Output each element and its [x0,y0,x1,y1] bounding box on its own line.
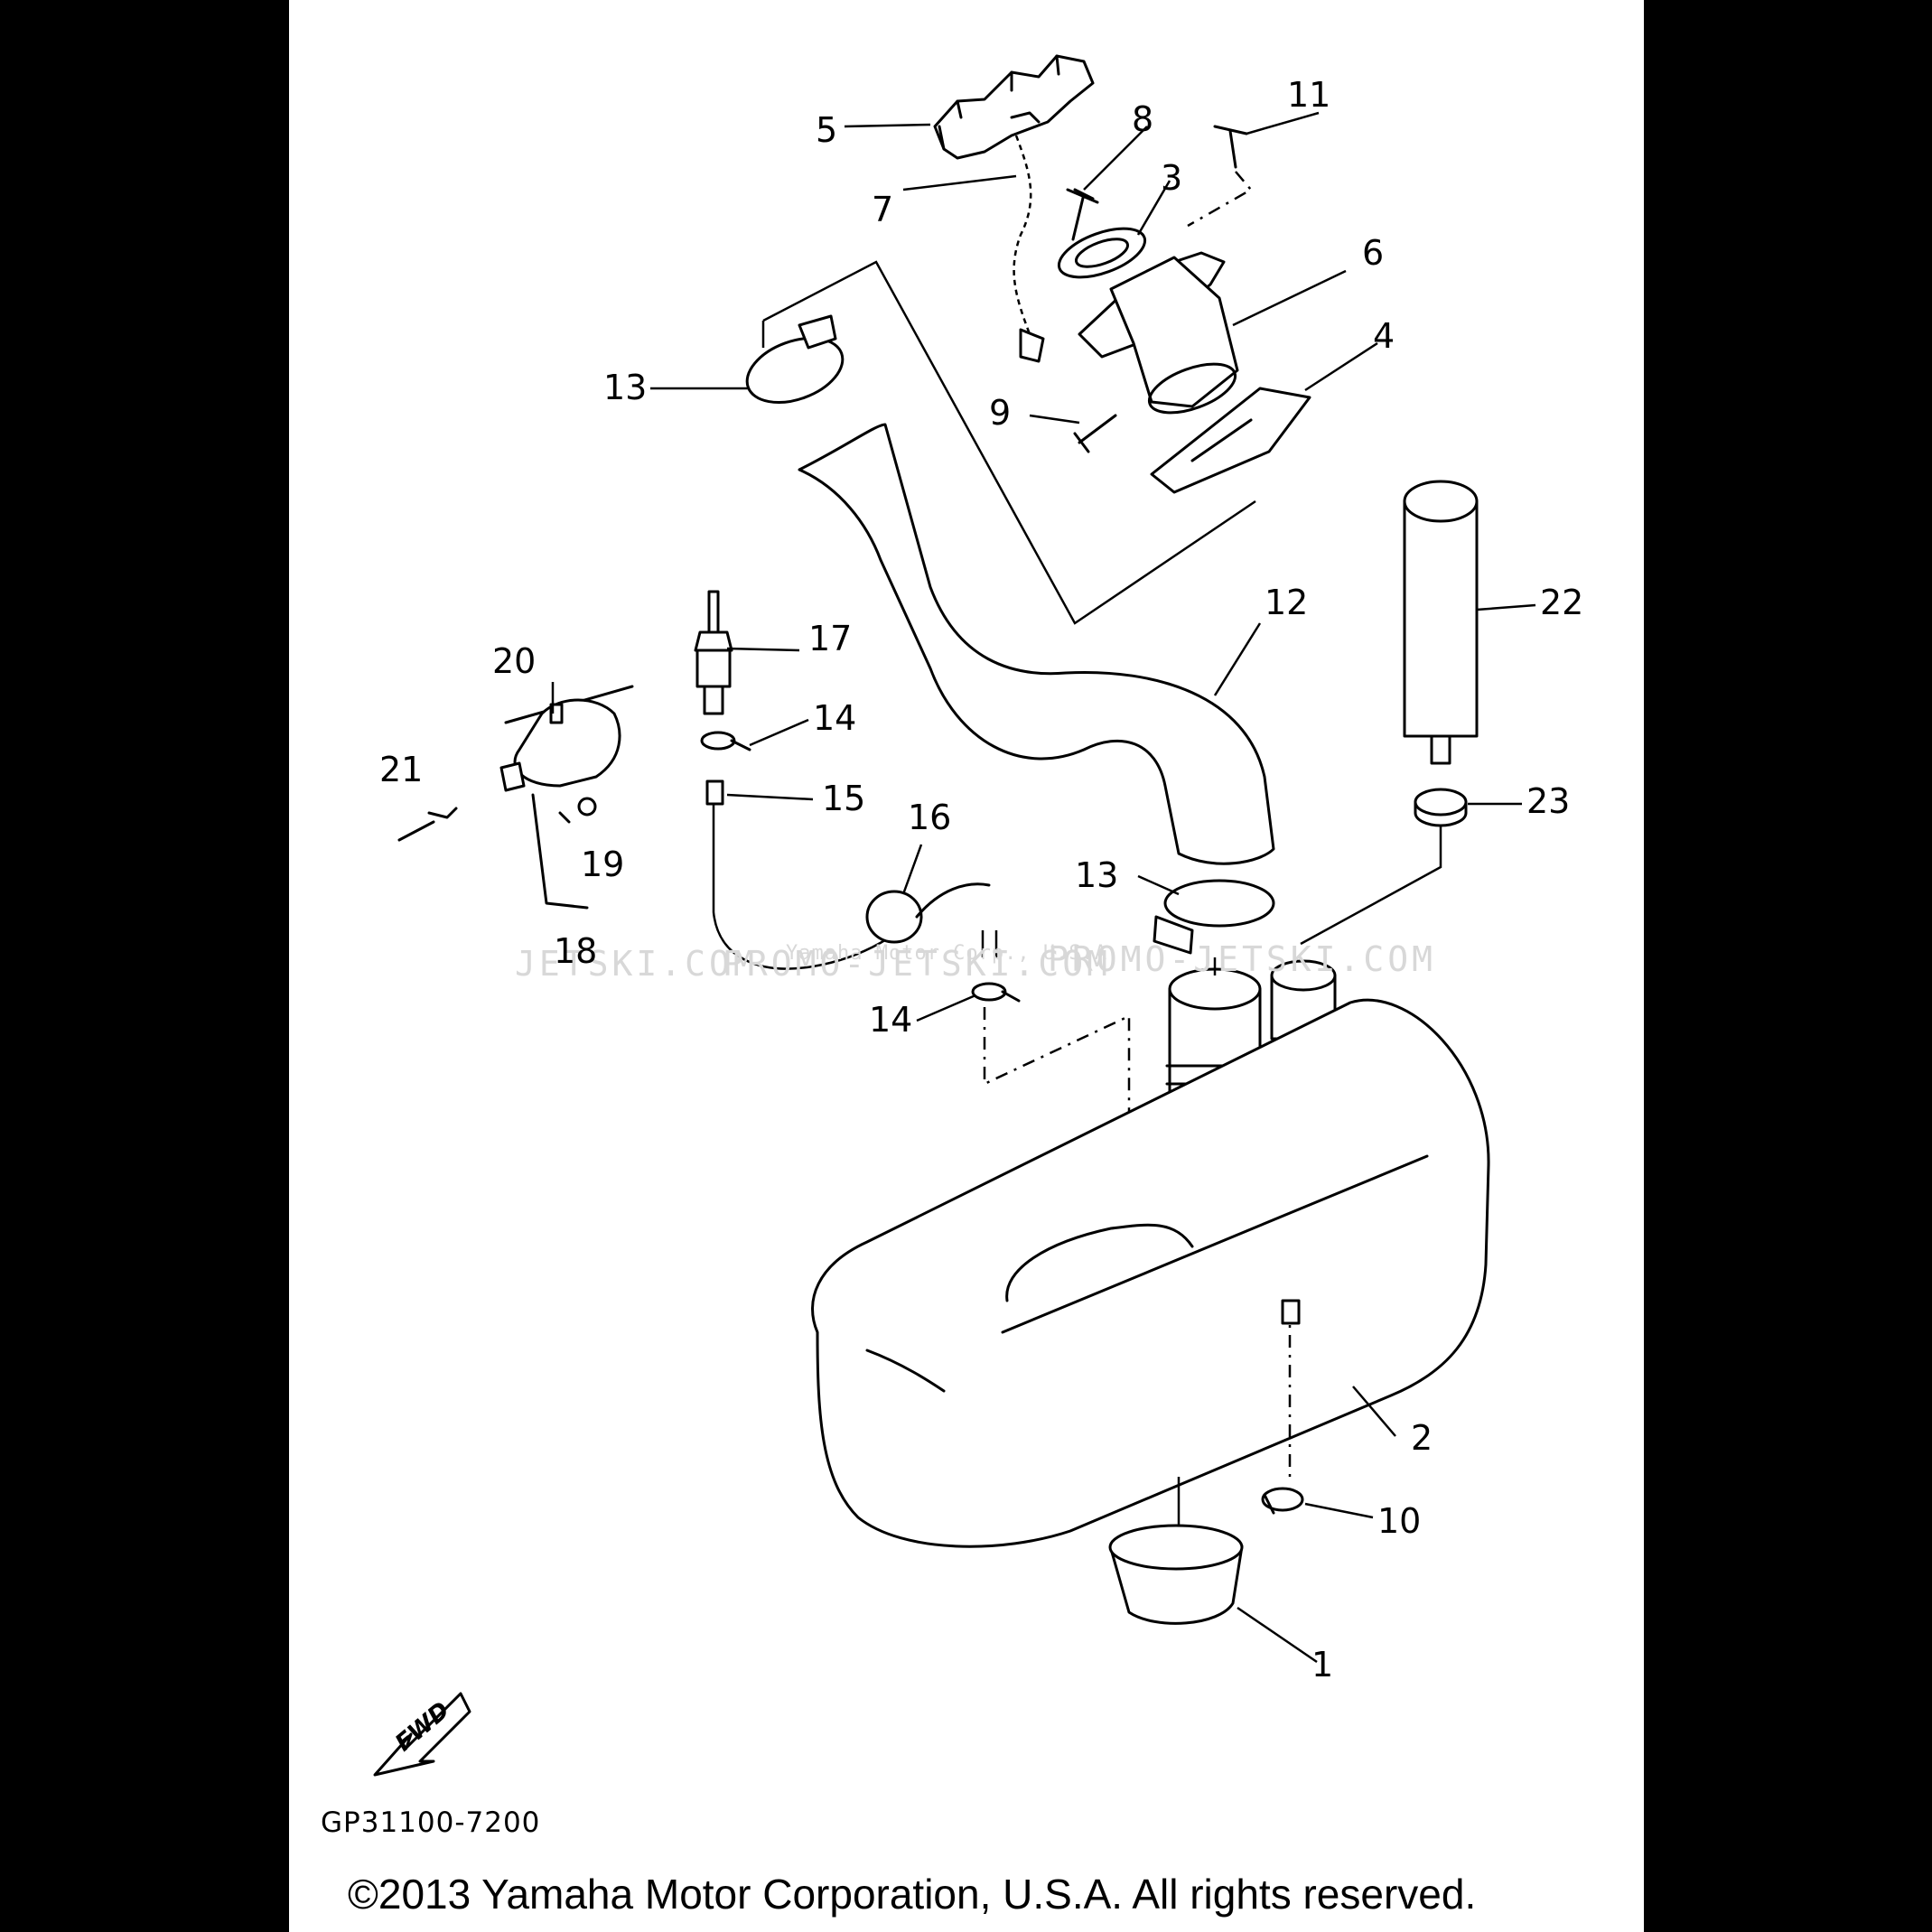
callout-4: 4 [1373,316,1395,356]
clamp-13-lower-part [1153,879,1275,955]
callout-labels: 5 8 11 7 3 6 4 13 9 12 22 17 20 14 21 15… [379,75,1583,1685]
callout-13: 13 [603,368,647,407]
grommet-23-part [1414,788,1468,827]
clip-14-lower-part [971,930,1021,1003]
callout-22: 22 [1540,583,1583,622]
fuel-filter-17-part [694,590,733,715]
fuel-tank-2-part [811,998,1490,1548]
chain-part [1013,135,1045,363]
callout-14: 14 [813,698,856,738]
clip-10-part [1261,1487,1304,1515]
copyright-notice: ©2013 Yamaha Motor Corporation, U.S.A. A… [348,1871,1477,1918]
callout-21: 21 [379,750,423,789]
screw-8-part [1066,188,1099,241]
tube-22-part [1403,480,1479,765]
callout-5: 5 [816,110,837,150]
callout-15: 15 [822,779,865,818]
callout-18: 18 [554,931,597,971]
callout-12: 12 [1265,583,1308,622]
assembly-line [983,1007,1131,1120]
forward-arrow-icon: FWD [373,1692,471,1777]
drawing-code: GP31100-7200 [321,1806,541,1839]
diagram-sheet [289,0,1644,1932]
callout-20: 20 [492,641,536,681]
filler-neck-part [1078,251,1239,415]
bolt-9-part [1073,414,1117,453]
clamp-16-part [865,882,991,944]
watermark-text: Yamaha Motor Corp., U.S.A. [786,942,1120,965]
callout-13b: 13 [1075,855,1118,895]
watermark-text: PROMO-JETSKI.COM [723,944,1111,984]
watermark-text: PROMO-JETSKI.COM [1048,939,1436,979]
gasket-4-part [1150,387,1311,494]
cap-1-part [1108,1477,1244,1625]
callout-16: 16 [908,798,951,837]
callout-14b: 14 [869,1000,912,1040]
rivet-21-part [397,807,458,842]
screw-11-part [1187,125,1253,228]
assembly-box-line [762,260,1256,625]
callout-9: 9 [989,393,1011,433]
bracket-assembly-part [499,685,634,910]
callout-6: 6 [1362,233,1384,273]
callout-8: 8 [1132,99,1153,139]
callout-2: 2 [1411,1418,1433,1458]
assembly-line [1300,826,1442,946]
gasket-3-part [1057,227,1147,279]
clip-14-upper-part [700,731,751,751]
filler-hose-12-part [798,423,1275,865]
callout-11: 11 [1287,75,1330,115]
callout-10: 10 [1377,1501,1421,1541]
callout-17: 17 [808,619,852,658]
tank-spout-part [1165,957,1265,1104]
watermark-text: JETSKI.COM [515,944,758,984]
callout-19: 19 [581,845,624,884]
callout-23: 23 [1526,781,1570,821]
callout-1: 1 [1311,1645,1333,1685]
drain-fitting-part [1281,1299,1301,1325]
clamp-13-upper-part [745,314,845,404]
filler-cap-part [933,54,1095,160]
callout-3: 3 [1161,158,1182,198]
callout-7: 7 [872,190,893,229]
leader-lines [551,111,1536,1664]
